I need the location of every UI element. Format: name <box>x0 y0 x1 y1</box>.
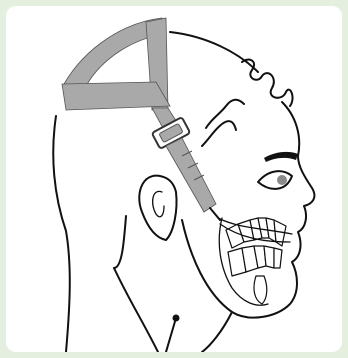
strap-horizontal-band <box>62 82 170 110</box>
ear-outer <box>139 176 176 240</box>
head-top-outline <box>170 32 258 72</box>
lower-tooth-root <box>254 276 267 304</box>
jaw-line <box>182 220 232 312</box>
lower-incisor <box>274 248 282 268</box>
ear <box>139 176 176 240</box>
neck-back <box>114 216 126 268</box>
neck-line <box>166 318 176 352</box>
illustration-panel <box>6 6 342 352</box>
eye <box>258 171 292 189</box>
lower-canine <box>264 246 274 268</box>
neck-front <box>114 268 158 352</box>
headgear-strap <box>62 18 178 130</box>
ear-inner <box>153 191 164 216</box>
facebow-tube <box>166 138 220 220</box>
head-back-outline <box>53 116 70 352</box>
facebow-tube-body <box>166 138 216 212</box>
temple-wrinkle-upper <box>206 100 244 128</box>
hairline <box>242 60 293 106</box>
eyebrow <box>264 152 298 162</box>
teeth-overlay <box>218 218 292 305</box>
head-diagram <box>6 6 342 352</box>
